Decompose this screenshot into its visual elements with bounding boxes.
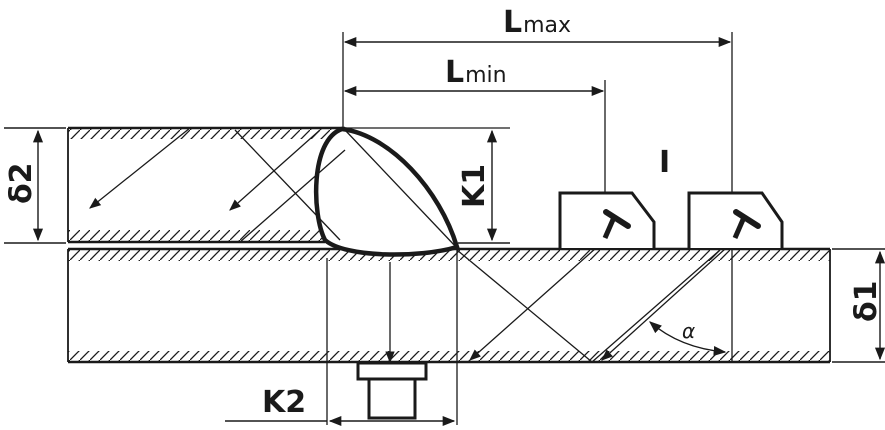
probe-2 <box>687 191 784 248</box>
delta1-label: δ1 <box>849 281 884 322</box>
bottom-plate-hatch-lower <box>68 351 830 362</box>
angle-arc <box>649 321 727 357</box>
probe-1 <box>558 191 656 248</box>
k2-label: K2 <box>262 385 306 420</box>
position-label: I <box>659 145 670 180</box>
dimension-lines <box>4 36 885 427</box>
top-plate-hatch-upper <box>68 128 343 139</box>
top-plate-hatch-lower <box>68 230 323 241</box>
lmax-label: Lmax <box>503 5 571 40</box>
beam-paths <box>89 127 736 363</box>
weld-bead <box>313 126 460 257</box>
bottom-probe <box>356 361 428 420</box>
lmin-label: Lmin <box>445 55 507 90</box>
angle-label: α <box>682 319 695 343</box>
k1-label: K1 <box>457 164 492 208</box>
bottom-plate <box>67 247 831 364</box>
bottom-plate-hatch-upper <box>68 250 830 261</box>
top-plate <box>67 126 510 244</box>
delta2-label: δ2 <box>4 163 39 204</box>
